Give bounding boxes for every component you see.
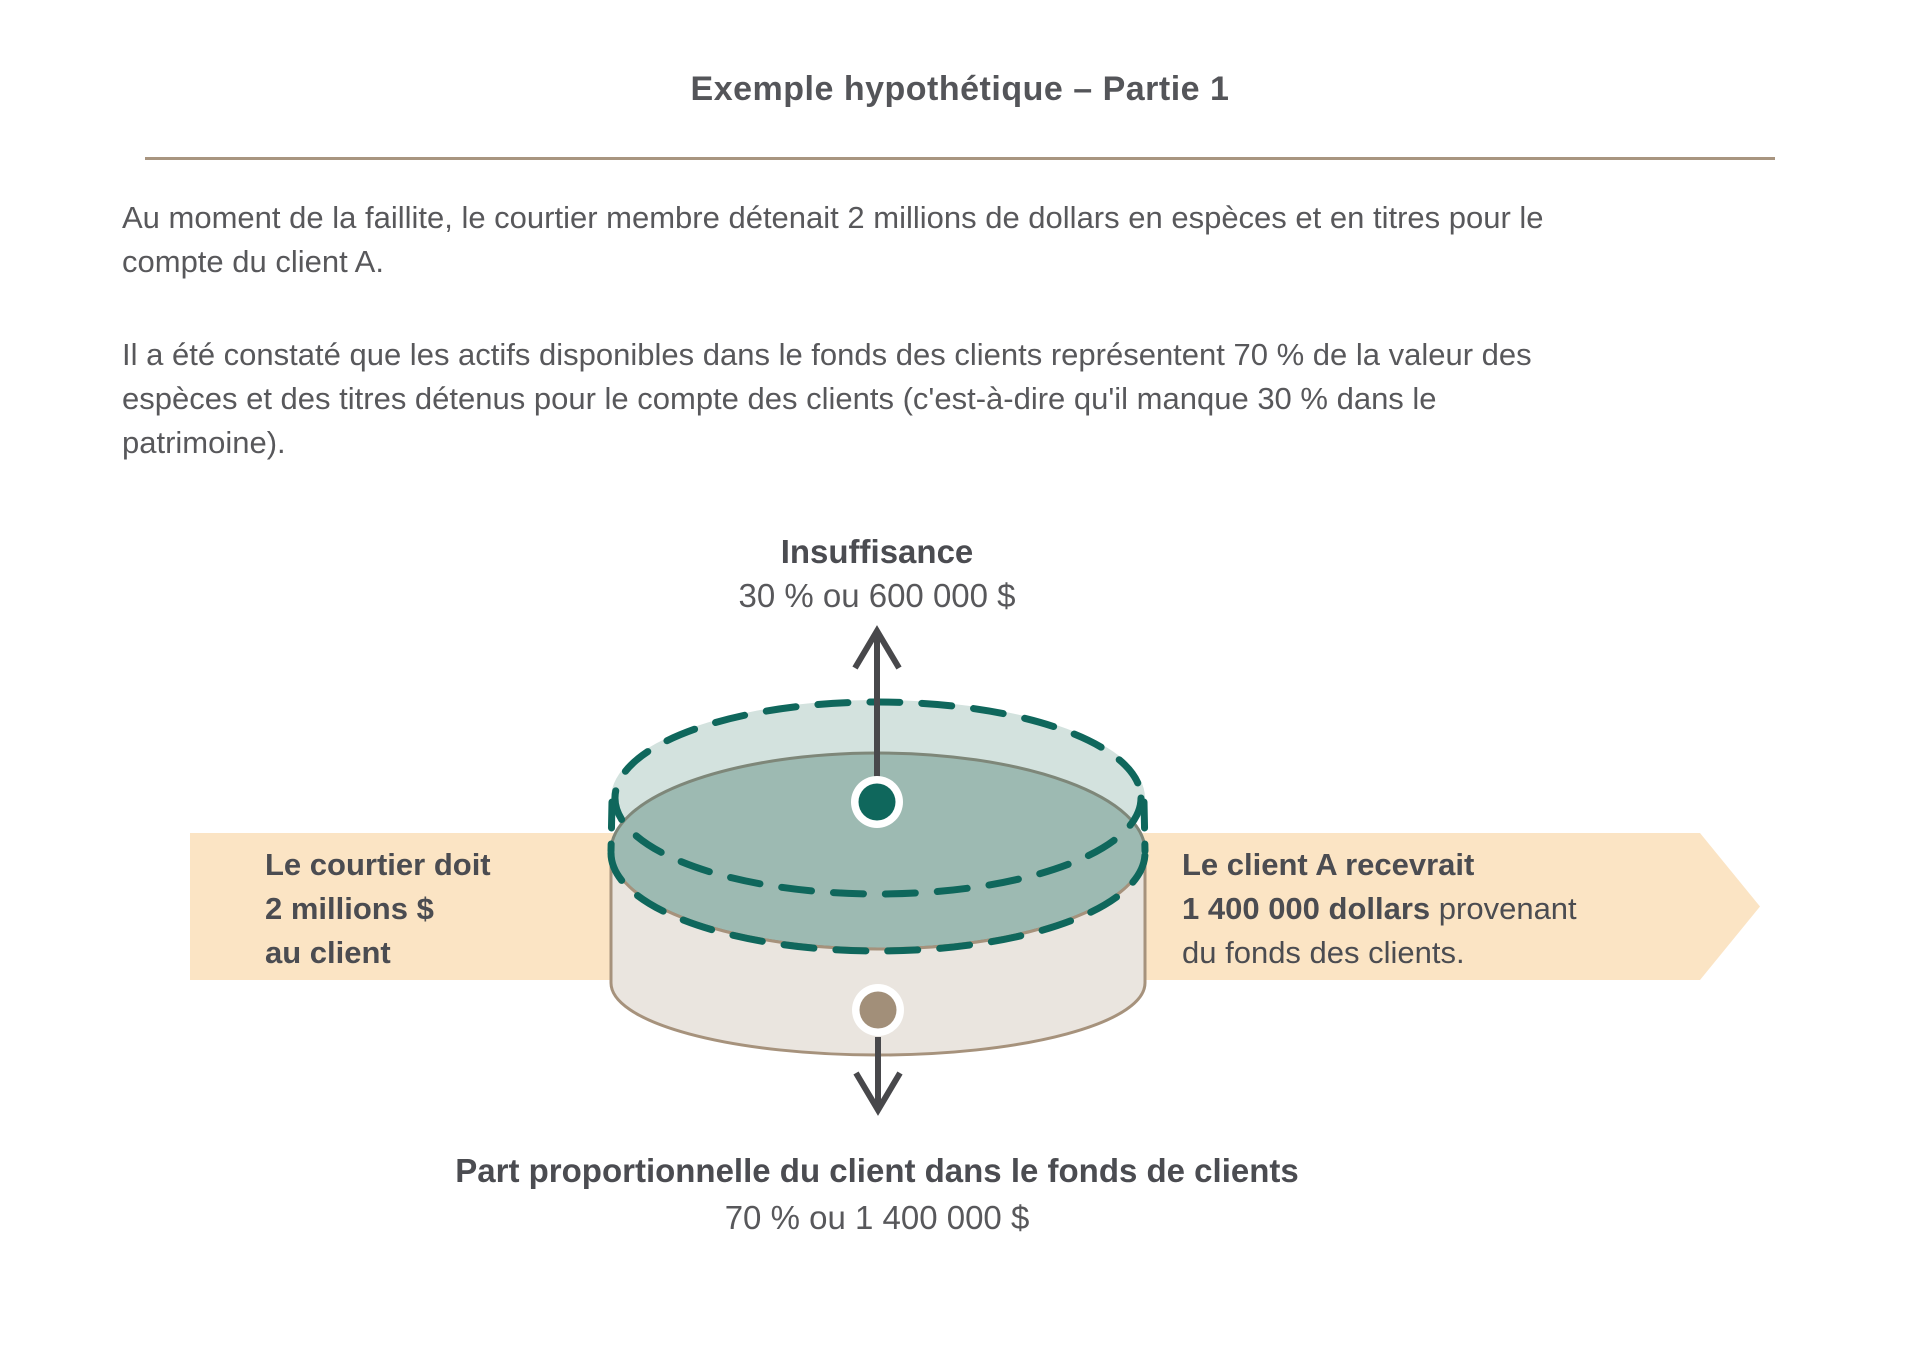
prorata-label-title: Part proportionnelle du client dans le f… [455,1152,1299,1189]
right-band-line-2-amount: 1 400 000 dollars [1182,891,1431,926]
top-anchor-dot [858,783,896,821]
insufficiency-label-value: 30 % ou 600 000 $ [738,577,1016,614]
down-arrow-head [853,1071,903,1116]
insufficiency-label-title: Insuffisance [780,533,974,570]
right-band-label: Le client A recevrait 1 400 000 dollars … [1182,843,1577,975]
missing-volume-dashed-side-right [1140,798,1149,855]
paragraph-1: Au moment de la faillite, le courtier me… [122,200,1544,279]
left-band-line-1: Le courtier doit [265,847,491,882]
missing-volume-dashed-side-left [607,798,616,855]
bottom-anchor-dot [859,991,897,1029]
page-title: Exemple hypothétique – Partie 1 [690,70,1230,108]
missing-volume-dashed-front-arc [607,849,1149,955]
left-band-line-2: 2 millions $ [265,891,434,926]
left-band-label: Le courtier doit 2 millions $ au client [265,843,491,975]
title-divider [145,157,1775,160]
right-band-line-2: 1 400 000 dollars provenant [1182,887,1577,931]
paragraph-2: Il a été constaté que les actifs disponi… [122,337,1532,460]
left-band-line-3: au client [265,935,391,970]
right-band-line-1: Le client A recevrait [1182,847,1475,882]
prorata-label-value: 70 % ou 1 400 000 $ [724,1199,1030,1236]
right-band-line-2-rest: provenant [1430,891,1577,926]
up-arrow-head [852,625,902,670]
right-band-line-3: du fonds des clients. [1182,935,1465,970]
